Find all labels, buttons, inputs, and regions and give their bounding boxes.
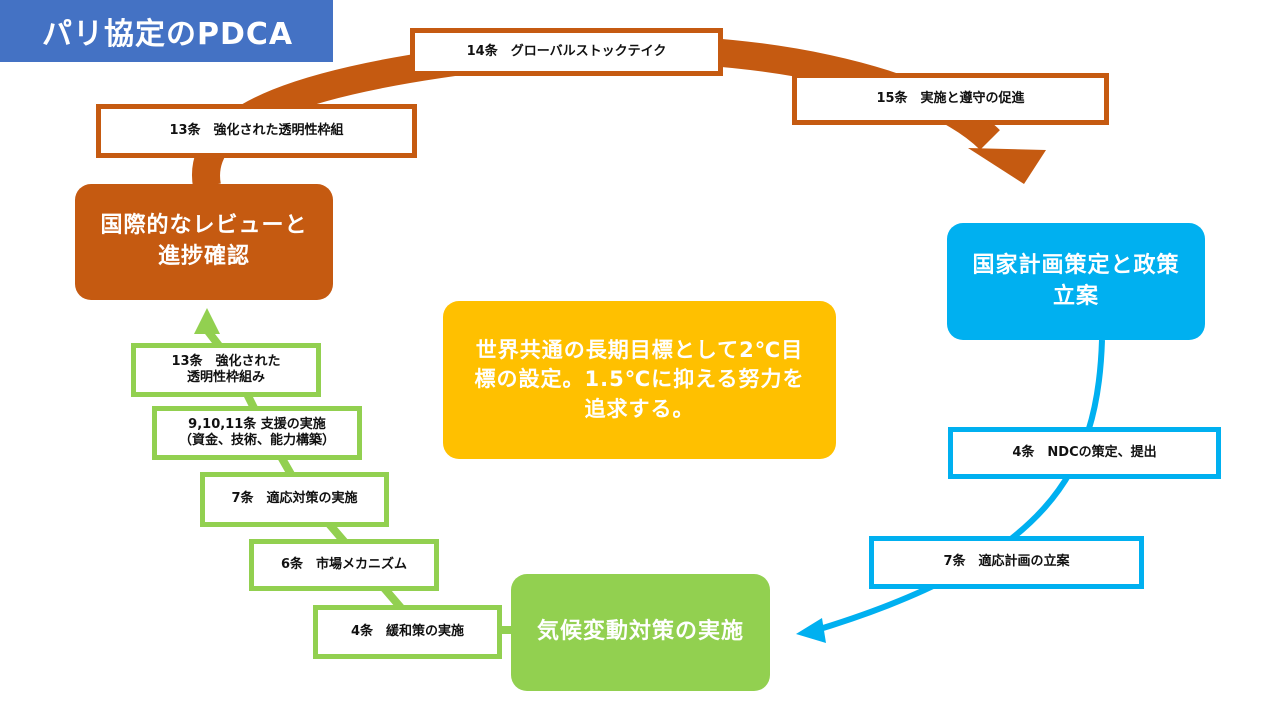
green-item-art7: 7条 適応対策の実施 <box>200 472 389 527</box>
green-arrow-head <box>194 308 220 334</box>
blue-item-art7: 7条 適応計画の立案 <box>869 536 1144 589</box>
blue-curve-arrow <box>809 339 1105 635</box>
green-item-art13: 13条 強化された 透明性枠組み <box>131 343 321 397</box>
center-goal: 世界共通の長期目標として2℃目 標の設定。1.5℃に抑える努力を 追求する。 <box>443 301 836 459</box>
stage-implement: 気候変動対策の実施 <box>511 574 770 691</box>
orange-arrow-head <box>968 148 1046 184</box>
orange-item-art15: 15条 実施と遵守の促進 <box>792 73 1109 125</box>
orange-item-art14: 14条 グローバルストックテイク <box>410 28 723 76</box>
stage-plan: 国家計画策定と政策 立案 <box>947 223 1205 340</box>
blue-arrow-head <box>796 618 826 643</box>
green-item-art9-11: 9,10,11条 支援の実施 （資金、技術、能力構築） <box>152 406 362 460</box>
green-item-art6: 6条 市場メカニズム <box>249 539 439 591</box>
green-item-art4: 4条 緩和策の実施 <box>313 605 502 659</box>
stage-review: 国際的なレビューと 進捗確認 <box>75 184 333 300</box>
orange-item-art13: 13条 強化された透明性枠組 <box>96 104 417 158</box>
blue-item-art4: 4条 NDCの策定、提出 <box>948 427 1221 479</box>
page-title: パリ協定のPDCA <box>0 0 333 62</box>
